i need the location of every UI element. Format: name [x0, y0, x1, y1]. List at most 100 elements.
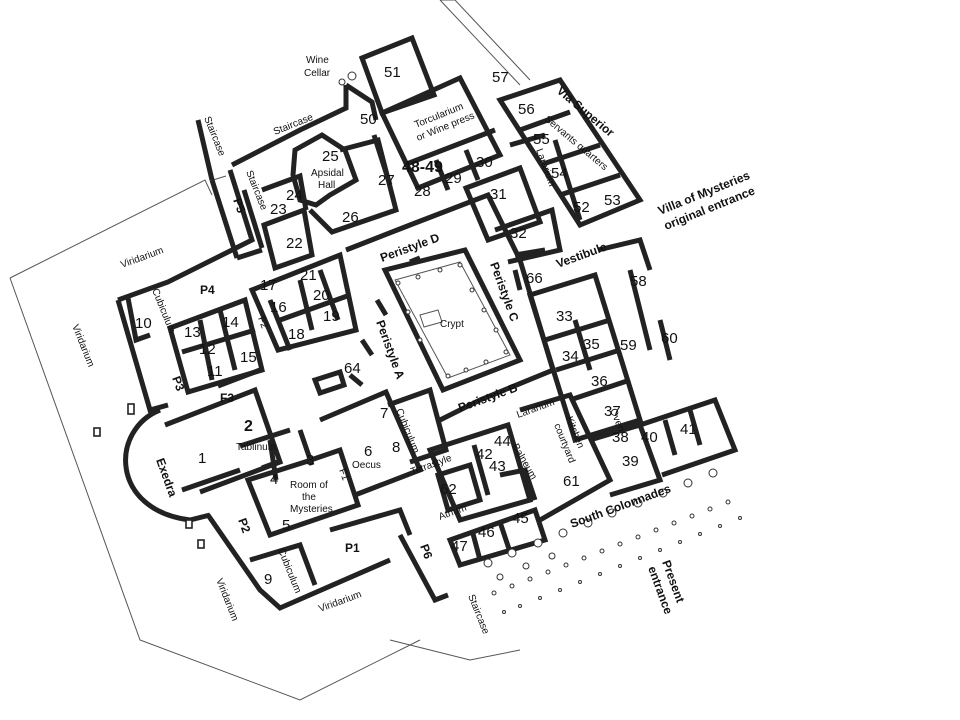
room-14: 14 — [222, 314, 239, 331]
room-53: 53 — [604, 192, 621, 209]
room-57: 57 — [492, 69, 509, 86]
area-p5: P5 — [230, 196, 248, 215]
area-f1: F1 — [336, 467, 350, 482]
room-41: 41 — [680, 421, 697, 438]
room-37: 37 — [604, 403, 621, 420]
area-p2: P2 — [235, 516, 253, 535]
room-56: 56 — [518, 101, 535, 118]
room-10: 10 — [135, 315, 152, 332]
room-61: 61 — [563, 473, 580, 490]
room-59: 59 — [620, 337, 637, 354]
room-43: 43 — [489, 458, 506, 475]
room-24: 24 — [286, 187, 303, 204]
room-3: 3 — [306, 452, 314, 469]
cubiculum-label-10: Cubiculum — [149, 287, 177, 335]
room-8: 8 — [392, 439, 400, 456]
viridarium-label-nw: Viridarium — [119, 245, 165, 271]
area-p4: P4 — [200, 283, 215, 297]
room-28: 28 — [414, 183, 431, 200]
room-25: 25 — [322, 148, 339, 165]
vestibule-label: Vestibule — [554, 240, 609, 271]
crypt-label: Crypt — [440, 319, 464, 330]
area-codes: P1 P2 P3 P4 P5 P6 F1 F2 F3 — [169, 196, 435, 561]
apsidal-hall-label-1: Apsidal — [311, 168, 344, 179]
wine-cellar-label-2: Cellar — [304, 68, 331, 79]
apsidal-hall-label-2: Hall — [318, 180, 335, 191]
peristyle-b-label: Peristyle B — [456, 380, 519, 414]
tablinum-label: Tablinum — [236, 442, 276, 453]
room-4: 4 — [270, 471, 278, 488]
wine-cellar-jars — [338, 71, 357, 86]
crypt-feature — [419, 309, 443, 328]
room-60: 60 — [661, 330, 678, 347]
room-6: 6 — [364, 443, 372, 460]
room-66: 66 — [526, 270, 543, 287]
room-35: 35 — [583, 336, 600, 353]
room-45: 45 — [512, 510, 529, 527]
room-9: 9 — [264, 571, 272, 588]
room-11: 11 — [207, 363, 223, 380]
room-64: 64 — [344, 360, 361, 377]
room-15: 15 — [240, 349, 257, 366]
room-20: 20 — [313, 287, 330, 304]
room-46: 46 — [478, 524, 495, 541]
room-50: 50 — [360, 111, 377, 128]
wall-stubs — [93, 403, 205, 549]
area-p1: P1 — [345, 541, 360, 555]
area-f3: F3 — [220, 391, 234, 405]
area-p6: P6 — [417, 542, 435, 561]
room-7: 7 — [380, 405, 388, 422]
room-27: 27 — [378, 172, 395, 189]
room-44: 44 — [494, 433, 511, 450]
room-32: 32 — [510, 225, 527, 242]
area-f2: F2 — [255, 315, 269, 330]
exedra-label: Exedra — [153, 456, 180, 499]
room-1: 1 — [198, 450, 206, 467]
room-33: 33 — [556, 308, 573, 325]
room-48-49: 48-49 — [402, 159, 443, 176]
room-52: 52 — [573, 199, 590, 216]
room-of-mysteries-label-1: Room of — [290, 480, 328, 491]
cubiculum-label-9: Cubiculum — [275, 547, 303, 595]
south-colonnade-columns — [483, 468, 742, 614]
lararium-label-south: Lararium — [515, 397, 556, 421]
room-13: 13 — [184, 324, 201, 341]
room-36: 36 — [591, 373, 608, 390]
viridarium-label-sw: Viridarium — [213, 577, 240, 623]
room-of-mysteries-label-2: the — [302, 492, 316, 503]
room-numbers: 1 2 3 4 5 6 7 8 9 10 11 12 13 14 15 16 1… — [135, 64, 697, 588]
room-12: 12 — [199, 341, 216, 358]
room-29: 29 — [445, 170, 462, 187]
crypt-outline — [394, 261, 511, 379]
room-42: 42 — [476, 446, 493, 463]
room-40: 40 — [641, 429, 658, 446]
room-39: 39 — [622, 453, 639, 470]
peristyle-a-label: Peristyle A — [373, 318, 407, 381]
room-62: 62 — [440, 481, 457, 498]
room-38: 38 — [612, 429, 629, 446]
room-34: 34 — [562, 348, 579, 365]
garden-outline — [9, 0, 531, 701]
room-31: 31 — [490, 186, 507, 203]
room-55: 55 — [533, 131, 550, 148]
staircase-label-south: Staircase — [465, 593, 491, 636]
walls — [115, 34, 739, 611]
room-16: 16 — [270, 299, 287, 316]
room-47: 47 — [451, 538, 468, 555]
room-18: 18 — [288, 326, 305, 343]
room-22: 22 — [286, 235, 303, 252]
area-p3: P3 — [169, 374, 187, 393]
oecus-label: Oecus — [352, 460, 381, 471]
room-58: 58 — [630, 273, 647, 290]
wine-cellar-label-1: Wine — [306, 55, 329, 66]
room-2: 2 — [244, 418, 253, 435]
viridarium-label-s: Viridarium — [317, 589, 363, 615]
room-21: 21 — [300, 267, 317, 284]
room-54: 54 — [551, 165, 568, 182]
room-23: 23 — [270, 201, 287, 218]
room-of-mysteries-label-3: Mysteries — [290, 504, 333, 515]
room-5: 5 — [282, 517, 290, 534]
room-17: 17 — [260, 277, 277, 294]
